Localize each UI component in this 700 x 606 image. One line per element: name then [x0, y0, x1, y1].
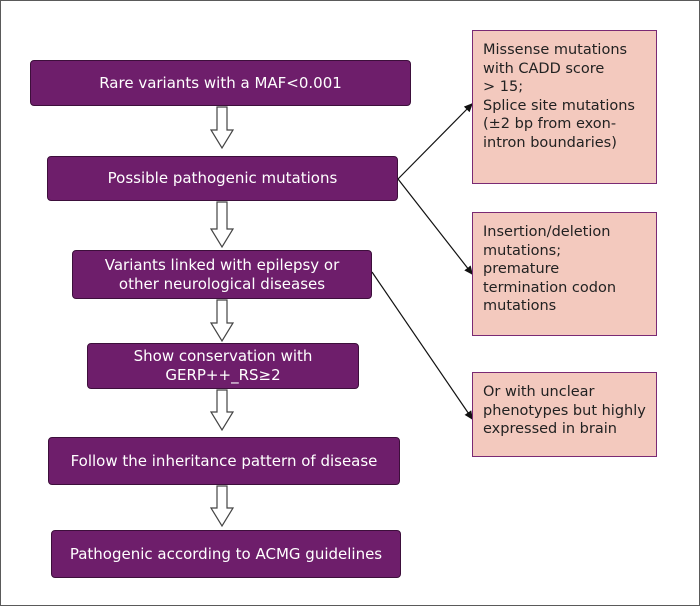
step-epilepsy-linked: Variants linked with epilepsy or other n… [72, 250, 372, 299]
step-rare-variants: Rare variants with a MAF<0.001 [30, 60, 411, 106]
step-possible-pathogenic: Possible pathogenic mutations [47, 156, 398, 201]
down-arrow-4 [209, 389, 235, 432]
connector-to-brain-expression [371, 271, 474, 421]
down-arrow-2 [209, 201, 235, 249]
criteria-missense-splice: Missense mutations with CADD score > 15;… [472, 30, 657, 184]
step-inheritance-pattern: Follow the inheritance pattern of diseas… [48, 437, 400, 485]
connector-to-missense [397, 102, 474, 180]
down-arrow-5 [209, 485, 235, 528]
criteria-brain-expression: Or with unclear phenotypes but highly ex… [472, 372, 657, 457]
down-arrow-1 [209, 106, 235, 150]
down-arrow-3 [209, 299, 235, 343]
connector-to-indel [397, 178, 474, 276]
step-acmg-pathogenic: Pathogenic according to ACMG guidelines [51, 530, 401, 578]
criteria-indel-premature: Insertion/deletion mutations; premature … [472, 212, 657, 336]
step-conservation: Show conservation with GERP++_RS≥2 [87, 343, 359, 389]
